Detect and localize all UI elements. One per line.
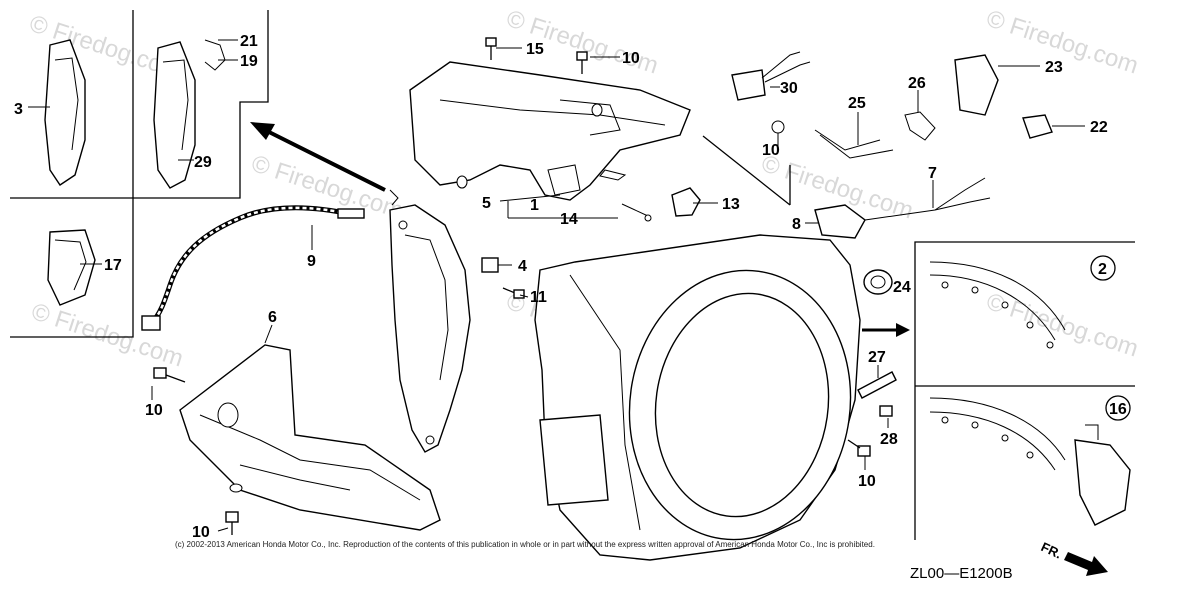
front-label: FR. (1039, 539, 1064, 561)
part-label: 17 (104, 257, 122, 274)
cable-part-9 (141, 205, 365, 331)
part-label: 5 (482, 195, 491, 212)
front-direction-indicator: FR. (1039, 539, 1108, 576)
part-label: 9 (307, 253, 316, 270)
frame-lines (10, 10, 1135, 540)
part-label: 7 (928, 165, 937, 182)
part-label: 10 (858, 473, 876, 490)
detail-labels: 2 16 (1098, 261, 1127, 418)
inset-arrow (250, 122, 386, 192)
part-label: 22 (1090, 119, 1108, 136)
part-label: 29 (194, 154, 212, 171)
part-label: 13 (722, 196, 740, 213)
copyright-notice: (c) 2002-2013 American Honda Motor Co., … (175, 540, 875, 549)
detail-panels (929, 255, 1131, 526)
fan-shroud-part (534, 234, 861, 561)
part-label: 19 (240, 53, 258, 70)
part-label: 21 (240, 33, 258, 50)
part-label: 28 (880, 431, 898, 448)
side-guard-part (389, 189, 471, 453)
part-label: 23 (1045, 59, 1063, 76)
hardware-parts (153, 37, 1053, 535)
part-label: 4 (518, 258, 527, 275)
part-label: 11 (530, 289, 547, 306)
part-label: 25 (848, 95, 866, 112)
part-label: 10 (762, 142, 780, 159)
part-label: 26 (908, 75, 926, 92)
top-guide-part (409, 61, 691, 201)
part-labels: 1 3 4 5 6 7 8 9 10 10 10 10 10 11 13 14 … (14, 33, 1108, 541)
heat-guard-parts (44, 39, 226, 306)
part-label: 27 (868, 349, 886, 366)
part-label: 15 (526, 41, 544, 58)
part-label: 14 (560, 211, 578, 228)
part-label: 3 (14, 101, 23, 118)
detail-label: 16 (1109, 401, 1127, 418)
part-label: 6 (268, 309, 277, 326)
diagram-code: ZL00—E1200B (910, 565, 1013, 582)
leader-lines (28, 39, 1085, 532)
front-arrow-icon (1064, 552, 1108, 576)
part-label: 8 (792, 216, 801, 233)
part-label: 30 (780, 80, 798, 97)
part-label: 10 (145, 402, 163, 419)
lower-shroud-part-6 (179, 344, 441, 531)
part-label: 1 (530, 197, 539, 214)
detail-arrow (862, 323, 910, 337)
part-label: 10 (622, 50, 640, 67)
part-label: 10 (192, 524, 210, 541)
detail-label: 2 (1098, 261, 1107, 278)
part-label: 24 (893, 279, 911, 296)
